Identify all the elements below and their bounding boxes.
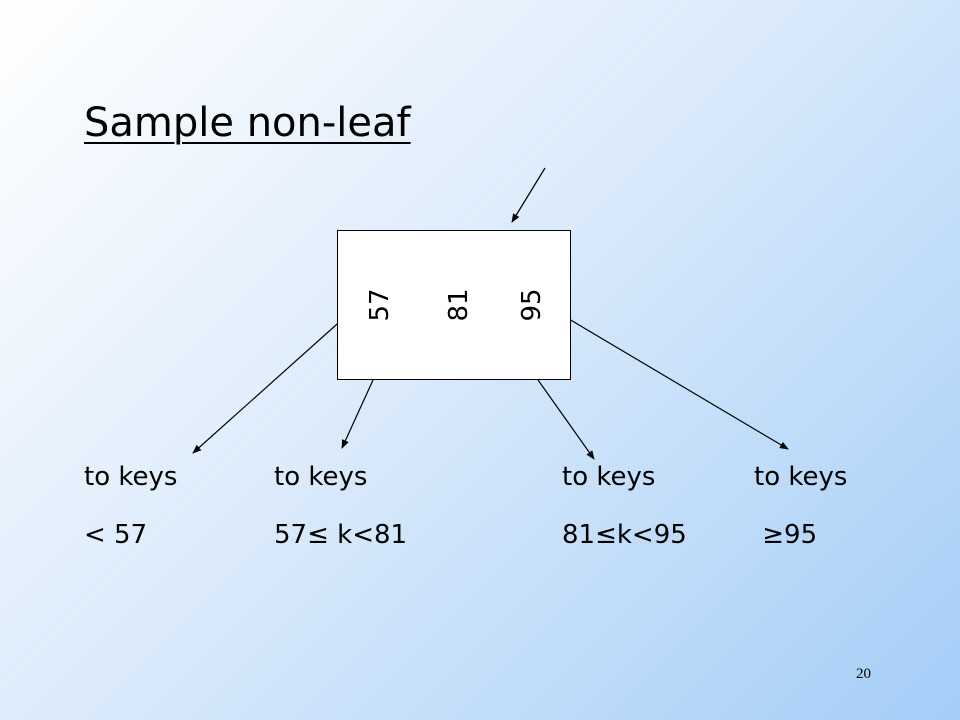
node-key-2: 81	[444, 288, 474, 322]
target-1-line1: to keys	[84, 462, 178, 492]
incoming-pointer-arrow	[511, 167, 546, 223]
target-2-line2: 57≤ k<81	[274, 520, 408, 550]
target-2-line1: to keys	[274, 462, 368, 492]
node-key-1: 57	[365, 288, 395, 322]
target-4-line1: to keys	[754, 462, 848, 492]
page-number: 20	[856, 666, 871, 682]
target-3-line2: 81≤k<95	[562, 520, 687, 550]
target-1-line2: < 57	[84, 520, 148, 550]
slide-title: Sample non-leaf	[84, 100, 411, 146]
non-leaf-node	[337, 230, 571, 380]
target-3-line1: to keys	[562, 462, 656, 492]
pointer-arrow-1	[192, 307, 356, 454]
target-4-line2: ≥95	[754, 520, 818, 550]
pointer-arrow-4	[546, 305, 789, 450]
node-key-3: 95	[517, 288, 547, 322]
